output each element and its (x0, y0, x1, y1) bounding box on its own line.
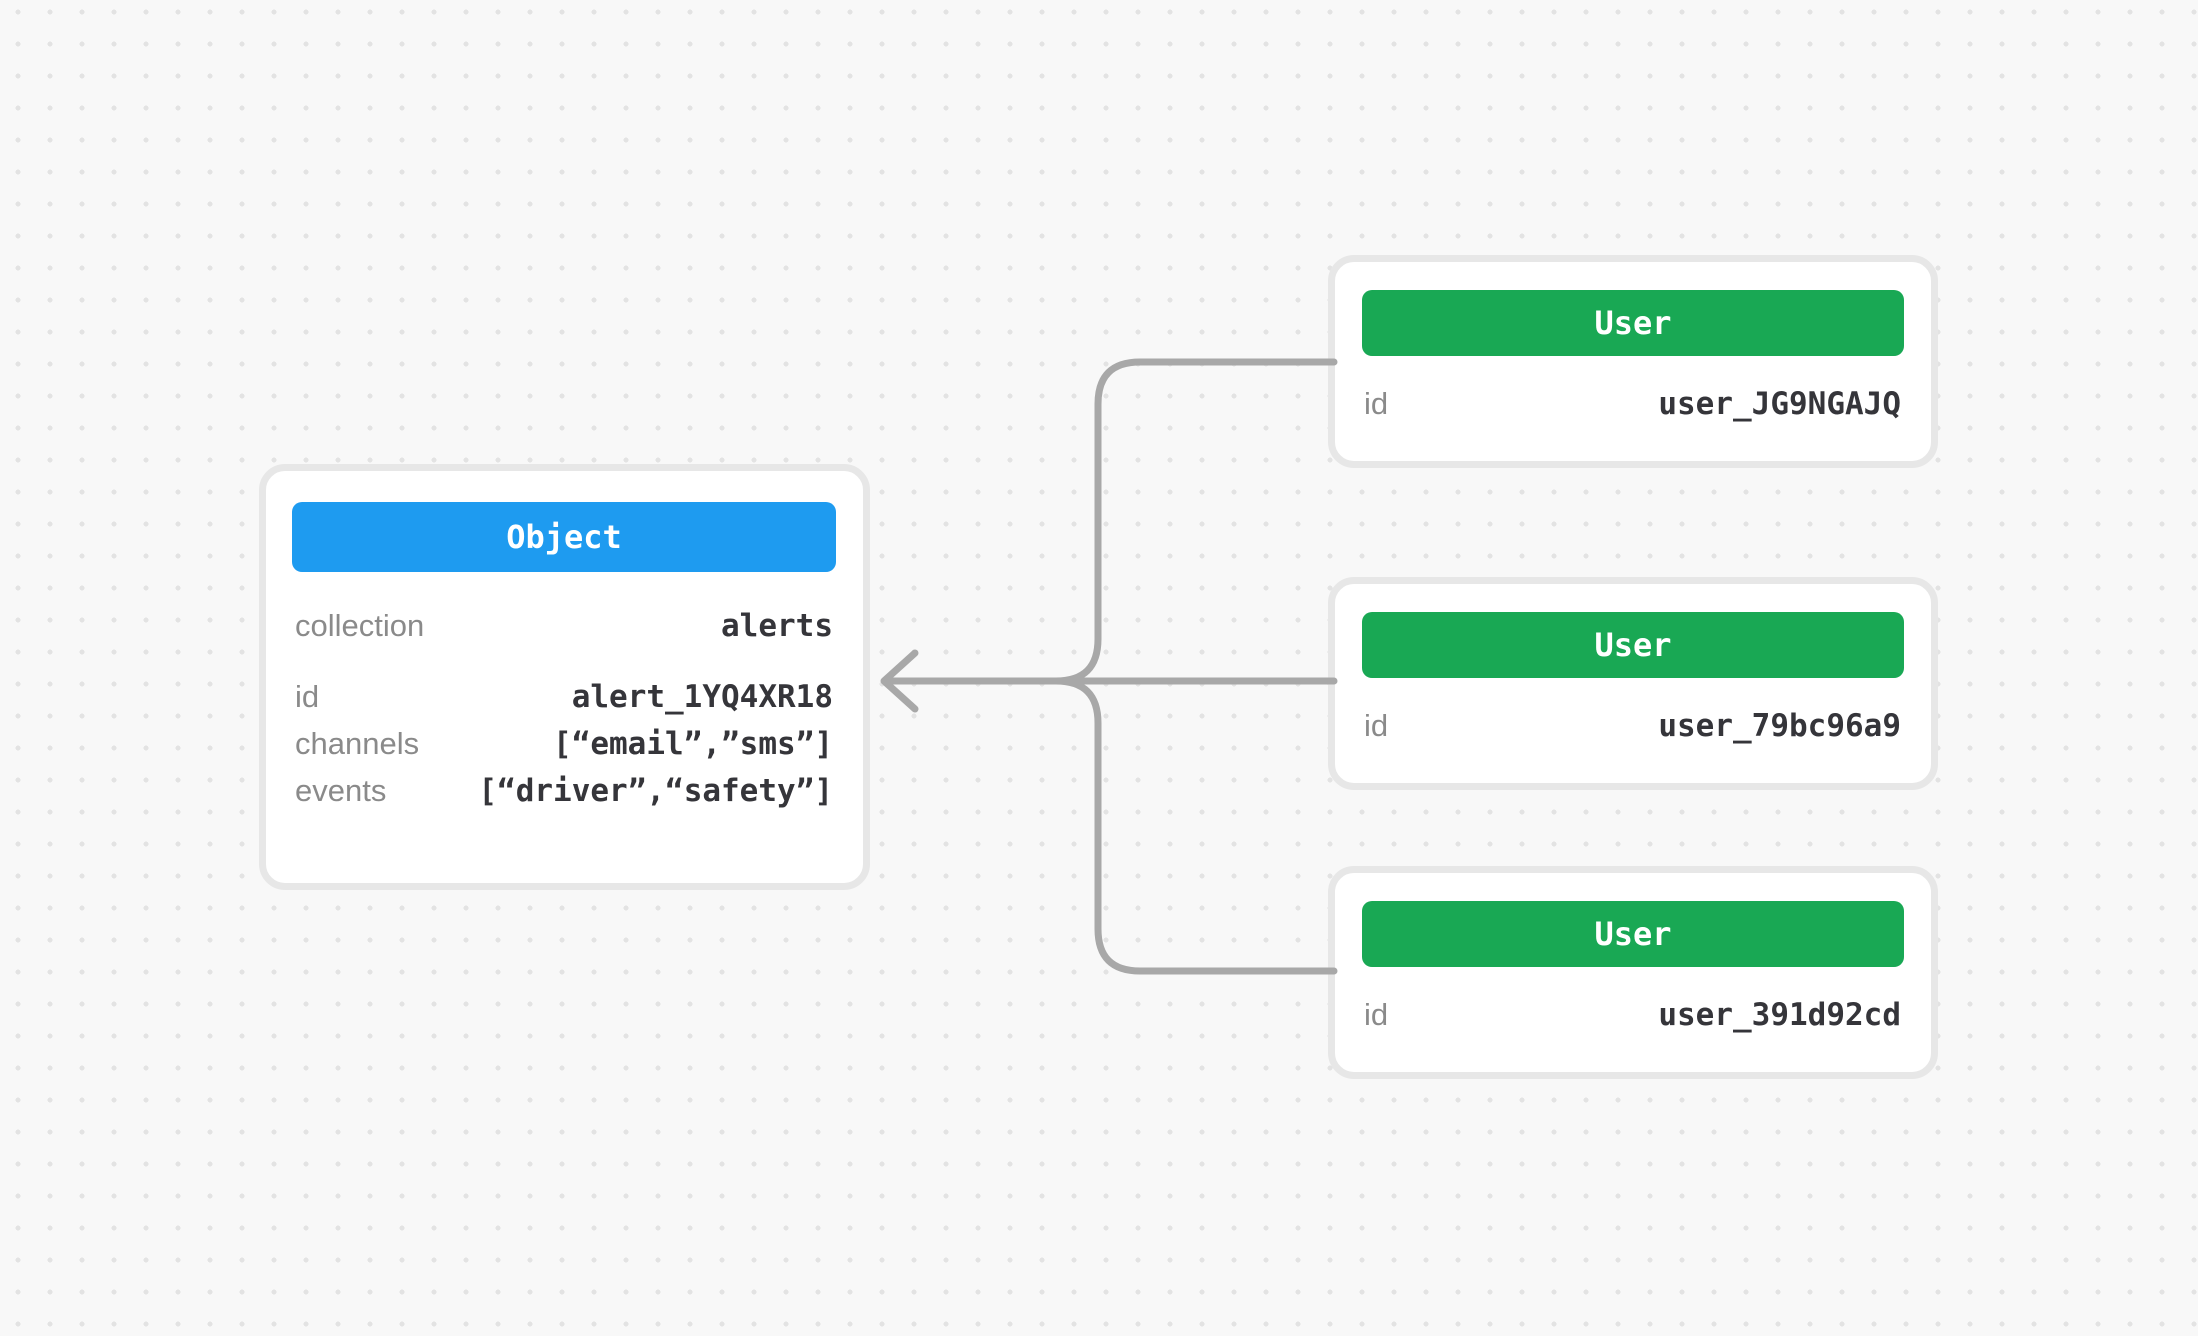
field-row-user2-id: id user_79bc96a9 (1364, 708, 1901, 755)
field-value-id: alert_1YQ4XR18 (571, 679, 833, 715)
user-node-1[interactable]: User id user_JG9NGAJQ (1328, 255, 1938, 468)
user-node-2-body: id user_79bc96a9 (1335, 678, 1931, 755)
user-node-3-title: User (1594, 915, 1672, 953)
field-row-channels: channels [“email”,”sms”] (295, 726, 833, 773)
field-row-id: id alert_1YQ4XR18 (295, 679, 833, 726)
edge-user1-to-object (1052, 358, 1338, 685)
field-label-events: events (295, 773, 387, 808)
user-node-2[interactable]: User id user_79bc96a9 (1328, 577, 1938, 790)
user-node-3-body: id user_391d92cd (1335, 967, 1931, 1044)
user-node-2-title: User (1594, 626, 1672, 664)
object-node-title: Object (506, 518, 622, 556)
field-value-user1-id: user_JG9NGAJQ (1658, 386, 1901, 422)
field-row-user1-id: id user_JG9NGAJQ (1364, 386, 1901, 433)
edge-user3-to-object (1052, 677, 1338, 975)
field-label-collection: collection (295, 608, 425, 643)
field-label-user3-id: id (1364, 997, 1389, 1032)
field-label-user2-id: id (1364, 708, 1389, 743)
object-node[interactable]: Object collection alerts id alert_1YQ4XR… (259, 464, 870, 890)
user-node-1-header: User (1362, 290, 1904, 356)
field-row-user3-id: id user_391d92cd (1364, 997, 1901, 1044)
object-node-header: Object (292, 502, 836, 572)
field-value-events: [“driver”,“safety”] (478, 773, 833, 809)
field-row-events: events [“driver”,“safety”] (295, 773, 833, 820)
field-label-id: id (295, 679, 320, 714)
user-node-3[interactable]: User id user_391d92cd (1328, 866, 1938, 1079)
arrow-left-icon (880, 649, 919, 713)
field-value-user2-id: user_79bc96a9 (1658, 708, 1901, 744)
field-label-user1-id: id (1364, 386, 1389, 421)
user-node-3-header: User (1362, 901, 1904, 967)
object-node-body: collection alerts id alert_1YQ4XR18 chan… (266, 572, 863, 820)
field-value-collection: alerts (721, 608, 833, 644)
field-value-channels: [“email”,”sms”] (553, 726, 833, 762)
user-node-1-body: id user_JG9NGAJQ (1335, 356, 1931, 433)
user-node-2-header: User (1362, 612, 1904, 678)
user-node-1-title: User (1594, 304, 1672, 342)
field-value-user3-id: user_391d92cd (1658, 997, 1901, 1033)
field-label-channels: channels (295, 726, 420, 761)
field-row-collection: collection alerts (295, 608, 833, 655)
